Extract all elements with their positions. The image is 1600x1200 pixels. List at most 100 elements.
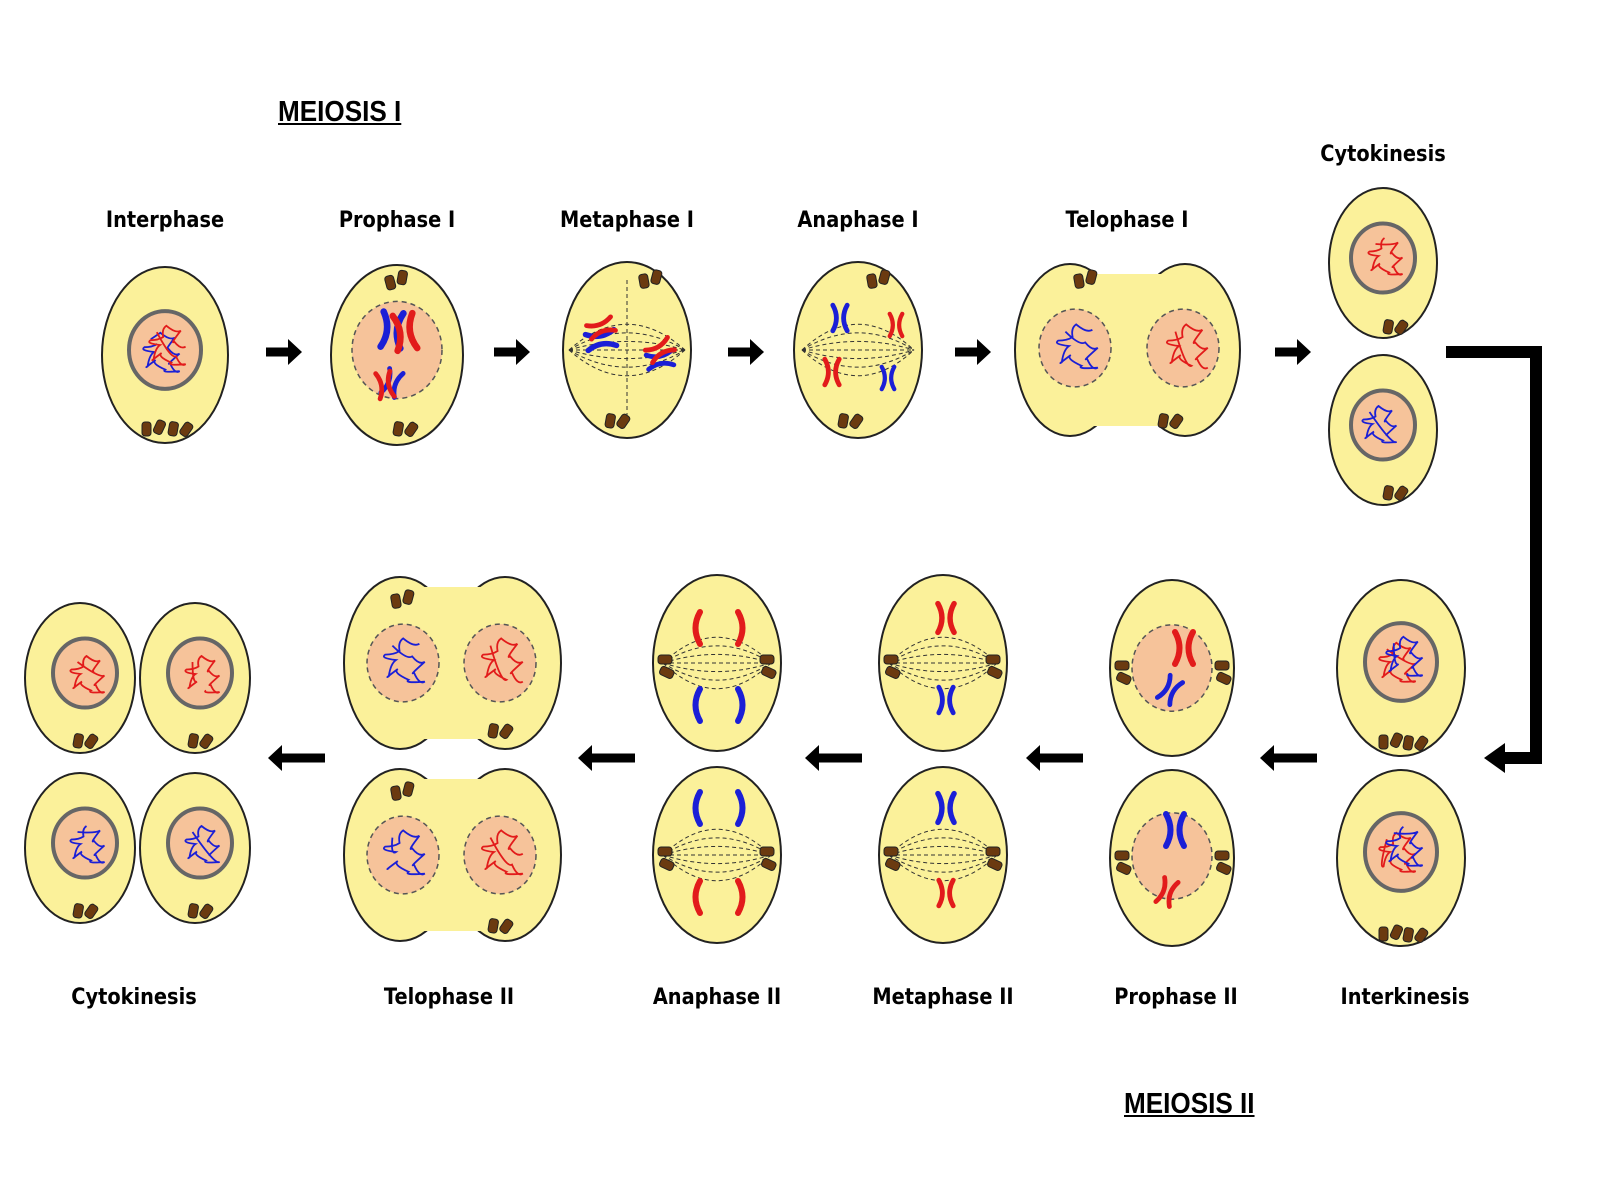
chromosome — [1153, 875, 1181, 909]
cell-cytokinesis-2-1 — [24, 602, 136, 754]
chromosome — [1172, 629, 1196, 667]
centriole-pair — [1114, 660, 1132, 686]
centriole — [837, 413, 849, 429]
cell-anaphase-1 — [793, 261, 923, 439]
nucleus — [1363, 811, 1439, 893]
cell-membrane — [652, 574, 782, 752]
spindle-fiber — [888, 645, 998, 664]
chromatin — [184, 824, 221, 864]
centriole — [1389, 732, 1404, 748]
centriole — [1394, 319, 1409, 335]
chromatid — [935, 600, 957, 636]
centriole — [141, 421, 152, 437]
centriole-pair — [883, 846, 901, 872]
centriole-pair — [390, 589, 415, 609]
centriole — [659, 665, 675, 680]
centriole — [1382, 319, 1394, 335]
centriole — [761, 857, 777, 872]
chromosome — [936, 877, 956, 909]
chromosome — [879, 364, 897, 392]
centriole — [987, 665, 1003, 680]
centriole — [1214, 660, 1230, 671]
centriole — [759, 654, 775, 665]
label-metaphase-1: Metaphase I — [559, 208, 695, 233]
spindle-fiber — [568, 323, 686, 351]
centriole — [1378, 926, 1389, 942]
cell-membrane — [652, 766, 782, 944]
chromosome — [389, 309, 421, 355]
chromatid — [692, 686, 703, 724]
centriole-pair — [985, 654, 1003, 680]
label-cytokinesis-1: Cytokinesis — [1320, 142, 1446, 167]
cell-cytokinesis-1-top — [1328, 187, 1438, 339]
centriole — [657, 846, 673, 857]
chromatid — [879, 364, 897, 392]
label-interphase: Interphase — [105, 208, 225, 233]
chromatid — [936, 877, 956, 909]
centriole — [1073, 273, 1085, 289]
centriole — [1169, 413, 1184, 429]
centriole — [1114, 660, 1130, 671]
spindle-fiber — [801, 323, 915, 351]
centriole — [985, 654, 1001, 665]
label-telophase-1: Telophase I — [1065, 208, 1189, 233]
centriole-pair — [1214, 850, 1232, 876]
centriole — [199, 903, 214, 919]
centriole — [1085, 269, 1098, 285]
arrow-head — [578, 745, 592, 771]
centriole-pair — [72, 733, 99, 749]
centriole-pair — [390, 781, 415, 801]
cell-telophase-1 — [1014, 263, 1241, 437]
centriole — [1389, 924, 1404, 940]
centriole-pair — [1378, 924, 1404, 942]
cell-cytokinesis-1-bottom — [1328, 354, 1438, 506]
spindle-fiber — [888, 662, 998, 681]
chromatin — [69, 654, 106, 694]
centriole — [985, 846, 1001, 857]
centriole-pair — [1378, 732, 1404, 750]
nucleus — [127, 309, 203, 391]
centriole — [1414, 735, 1429, 751]
chromatin — [1165, 323, 1209, 370]
centriole-pair — [657, 654, 675, 680]
centriole — [384, 274, 397, 291]
label-prophase-1: Prophase I — [338, 208, 456, 233]
chromatid — [373, 368, 397, 402]
spindle-fiber — [662, 636, 772, 664]
chromatin — [1378, 831, 1417, 873]
chromatin — [1367, 237, 1404, 276]
cell-metaphase-1 — [562, 261, 692, 439]
centriole-pair — [72, 903, 99, 919]
spindle-fiber — [888, 636, 998, 664]
chromatid — [735, 686, 746, 724]
centriole — [1214, 850, 1230, 861]
chromatin — [1055, 323, 1099, 370]
chromatin — [382, 829, 426, 876]
centriole — [1216, 861, 1232, 876]
centriole — [987, 857, 1003, 872]
cell-interkinesis-top — [1336, 579, 1466, 757]
connector-arrow — [1446, 346, 1542, 773]
chromatid — [1172, 629, 1196, 667]
spindle-fiber — [662, 662, 772, 690]
centriole-pair — [1382, 319, 1409, 335]
centriole-pair — [187, 733, 214, 749]
centriole-pair — [392, 421, 419, 437]
centriole — [499, 723, 514, 739]
centriole-pair — [487, 918, 514, 934]
nucleus — [366, 815, 440, 895]
centriole — [1216, 671, 1232, 686]
nucleus — [1349, 221, 1417, 295]
label-prophase-2: Prophase II — [1114, 985, 1238, 1010]
centriole-pair — [1402, 735, 1429, 751]
centriole — [84, 903, 99, 919]
centriole — [487, 723, 499, 739]
arrow-head — [750, 339, 764, 365]
chromatid — [692, 609, 703, 647]
chromatid — [830, 302, 850, 334]
spindle-fiber — [888, 837, 998, 856]
cell-cytokinesis-2-4 — [139, 772, 251, 924]
chromatid — [935, 790, 957, 826]
cell-telophase-2-bottom — [343, 768, 562, 942]
spindle-fiber — [662, 662, 772, 681]
